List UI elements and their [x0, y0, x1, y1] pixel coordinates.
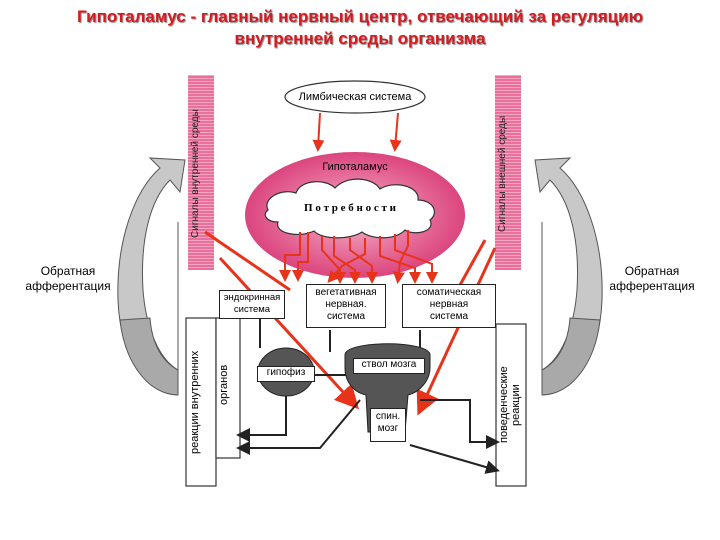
- limbic-label: Лимбическая система: [298, 91, 412, 103]
- internal-signals-bar: [188, 75, 214, 270]
- brainstem-label: ствол мозга: [353, 358, 425, 374]
- internal-reactions-bar: [185, 317, 217, 487]
- right-feedback-arrow: [534, 157, 603, 396]
- pituitary-label: гипофиз: [257, 366, 315, 382]
- external-to-spinal-arrow: [416, 247, 497, 416]
- organs-label: органов: [218, 364, 230, 406]
- endocrine-box: эндокринная система: [219, 290, 285, 319]
- spinal-cord-label: спин. мозг: [370, 408, 406, 442]
- external-signals-bar: [495, 75, 521, 270]
- vegetative-box: вегетативная нервная. система: [306, 284, 386, 328]
- title-line-2: внутренней среды организма: [234, 29, 486, 48]
- connector-lines: [236, 318, 500, 474]
- left-feedback-arrow: [117, 157, 186, 396]
- limbic-oval: [284, 80, 426, 114]
- somatic-box: соматическая нервная система: [402, 284, 496, 328]
- internal-to-endocrine-arrow: [204, 230, 291, 292]
- needs-output-lines: [279, 230, 438, 284]
- external-signals-label: Сигналы внешней среды: [497, 115, 508, 233]
- title-line-1: Гипоталамус - главный нервный центр, отв…: [76, 7, 644, 26]
- internal-reactions-label: реакции внутренних: [189, 350, 201, 454]
- needs-label: П о т р е б н о с т и: [304, 202, 396, 214]
- behavioral-bar: [495, 323, 527, 487]
- hypothalamus-label: Гипоталамус: [322, 161, 388, 173]
- behavioral-label: поведенческие реакции: [498, 366, 522, 444]
- right-feedback-label: Обратная афферентация: [609, 264, 695, 293]
- page-title: Гипоталамус - главный нервный центр, отв…: [0, 6, 720, 50]
- internal-to-spinal-arrow: [218, 256, 360, 410]
- internal-signals-label: Сигналы внутренней среды: [190, 109, 201, 239]
- left-feedback-label: Обратная афферентация: [25, 264, 111, 293]
- external-to-somatic-arrow: [458, 239, 487, 286]
